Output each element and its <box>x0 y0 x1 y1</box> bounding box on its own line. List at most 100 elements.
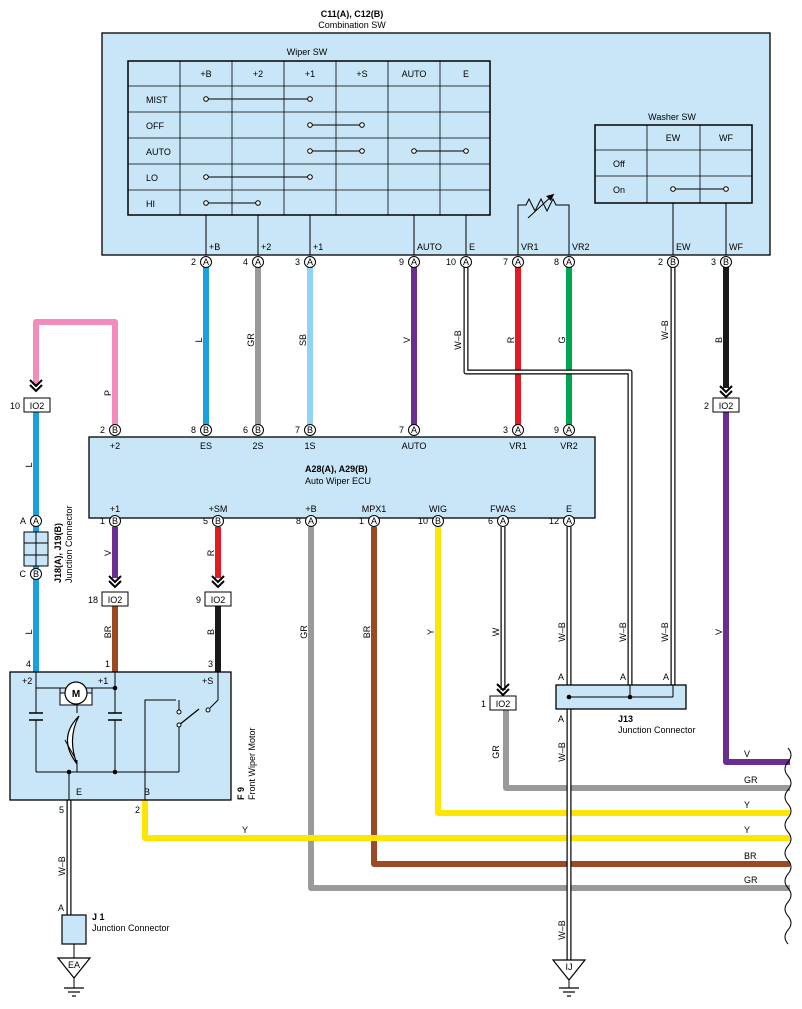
svg-text:6: 6 <box>243 425 248 435</box>
svg-text:2: 2 <box>100 425 105 435</box>
wire-label-wb-j13b: W–B <box>660 622 670 642</box>
wire-label-gr: GR <box>246 333 256 347</box>
ecu-bottom-name-plus1: +1 <box>110 504 120 514</box>
wiper-row-mist: MIST <box>146 95 168 105</box>
right-label-gr-2: GR <box>744 875 758 885</box>
svg-text:EA: EA <box>68 960 80 970</box>
svg-text:1: 1 <box>100 516 105 526</box>
motor-cam-icon <box>66 715 80 765</box>
svg-text:3: 3 <box>503 425 508 435</box>
wire-label-wb-ew: W–B <box>660 320 670 340</box>
wire-Y-motor <box>142 800 790 841</box>
wire-label-b-motor: B <box>206 629 216 635</box>
wire-label-gr-plusB: GR <box>299 625 309 639</box>
svg-text:B: B <box>723 257 729 267</box>
j18-id: J18(A), J19(B) <box>53 523 63 583</box>
washer-row-off: Off <box>613 159 625 169</box>
svg-text:6: 6 <box>488 516 493 526</box>
wiper-row-lo: LO <box>146 173 158 183</box>
svg-text:18: 18 <box>88 595 98 605</box>
motor-pin-3: 3 <box>208 659 213 669</box>
wiper-row-hi: HI <box>146 199 155 209</box>
svg-text:B: B <box>435 516 441 526</box>
svg-text:10: 10 <box>10 401 20 411</box>
wire-label-p: P <box>103 390 113 396</box>
ecu-top-terminal-es: B8 <box>191 424 212 436</box>
io2-connector-18: IO2 18 <box>88 575 129 607</box>
ecu-top-name-1s: 1S <box>304 441 315 451</box>
right-label-gr-1: GR <box>744 775 758 785</box>
combo-pin-name-ew: EW <box>676 242 691 252</box>
motor-symbol-icon: M <box>59 681 93 706</box>
ecu-bottom-terminal-plus1: B1 <box>100 515 121 527</box>
washer-col-wf: WF <box>719 133 733 143</box>
washer-sw-title: Washer SW <box>648 112 696 122</box>
wire-GR-io2 <box>503 710 790 791</box>
ecu-bottom-name-wig: WIG <box>429 504 447 514</box>
svg-text:A: A <box>566 425 572 435</box>
wire-label-r-sm: R <box>206 549 216 556</box>
svg-text:A: A <box>566 516 572 526</box>
wire-label-v: V <box>402 337 412 343</box>
ecu-id: A28(A), A29(B) <box>305 464 368 474</box>
motor-box <box>9 671 232 801</box>
ecu-top-name-auto: AUTO <box>402 441 427 451</box>
wire-label-br-motor: BR <box>103 625 113 638</box>
svg-text:B: B <box>255 425 261 435</box>
io2-connector-2: IO2 2 <box>704 385 740 413</box>
combo-terminal-e: A10 <box>446 256 472 268</box>
right-label-y-1: Y <box>744 800 750 810</box>
ecu-bottom-terminal-plusSM: B5 <box>203 515 224 527</box>
combo-terminal-plus2: A4 <box>243 256 264 268</box>
wire-label-wb: W–B <box>453 330 463 350</box>
combo-pin-name-vr1: VR1 <box>521 242 539 252</box>
svg-text:B: B <box>203 425 209 435</box>
svg-text:3: 3 <box>295 257 300 267</box>
combo-terminal-vr1: A7 <box>503 256 524 268</box>
svg-text:IO2: IO2 <box>30 401 45 411</box>
motor-terminal-e: E <box>76 787 82 797</box>
motor-terminal-plus2: +2 <box>22 676 32 686</box>
svg-text:B: B <box>33 569 39 579</box>
svg-text:9: 9 <box>554 425 559 435</box>
motor-name: Front Wiper Motor <box>247 727 257 800</box>
j1-junction-connector: A J 1 Junction Connector <box>58 903 170 945</box>
svg-text:1: 1 <box>359 516 364 526</box>
ecu-bottom-name-fwas: FWAS <box>490 504 516 514</box>
wire-label-y-motor: Y <box>242 825 248 835</box>
ecu-top-name-vr1: VR1 <box>509 441 527 451</box>
wiper-col-plus2: +2 <box>253 69 263 79</box>
wire-label-l: L <box>194 337 204 342</box>
wire-label-wb-lower: W–B <box>557 742 567 762</box>
ecu-top-name-2s: 2S <box>252 441 263 451</box>
wire-Y-wig <box>435 527 790 816</box>
svg-text:10: 10 <box>418 516 428 526</box>
wire-P <box>33 319 118 430</box>
svg-text:7: 7 <box>503 257 508 267</box>
ground-ij-icon: IJ <box>551 959 587 997</box>
svg-text:B: B <box>112 425 118 435</box>
svg-text:12: 12 <box>549 516 559 526</box>
wiper-row-off: OFF <box>146 121 164 131</box>
wire-label-w-fwas: W <box>491 627 501 636</box>
svg-text:4: 4 <box>243 257 248 267</box>
auto-wiper-ecu: A28(A), A29(B) Auto Wiper ECU +2 ES 2S 1… <box>88 424 596 527</box>
svg-text:5: 5 <box>203 516 208 526</box>
svg-text:IO2: IO2 <box>211 595 226 605</box>
wire-label-l-lower: L <box>24 629 34 634</box>
combo-pin-name-e: E <box>469 242 475 252</box>
combo-pin-name-plus1: +1 <box>313 242 323 252</box>
front-wiper-motor: +2 +1 +S E B 4 1 3 5 2 <box>9 659 257 815</box>
svg-text:IO2: IO2 <box>108 595 123 605</box>
wiper-col-e: E <box>463 69 469 79</box>
combo-terminal-plusB: A2 <box>191 256 212 268</box>
combination-sw-id: C11(A), C12(B) <box>321 9 384 19</box>
wire-label-br-mpx1: BR <box>362 625 372 638</box>
j13-name-line1: Junction Connector <box>618 725 696 735</box>
combo-pin-name-vr2: VR2 <box>572 242 590 252</box>
motor-switch-icon <box>176 707 211 728</box>
combo-terminal-auto: A9 <box>399 256 420 268</box>
right-label-v: V <box>744 749 750 759</box>
wire-label-wb-motor: W–B <box>57 856 67 876</box>
svg-text:B: B <box>670 257 676 267</box>
